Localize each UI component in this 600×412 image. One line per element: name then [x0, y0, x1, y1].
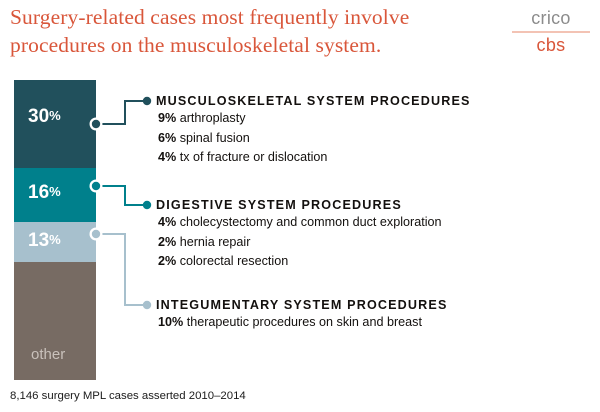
logo-crico-text: crico — [531, 8, 571, 28]
callout-group-integumentary: INTEGUMENTARY SYSTEM PROCEDURES 10% ther… — [156, 297, 448, 333]
bar-segment-digestive: 16% — [14, 168, 96, 222]
callout-heading-integumentary: INTEGUMENTARY SYSTEM PROCEDURES — [156, 298, 448, 312]
header: Surgery-related cases most frequently in… — [0, 0, 600, 72]
page-title: Surgery-related cases most frequently in… — [10, 3, 510, 59]
logo-divider — [512, 31, 590, 33]
leader-line-digestive — [96, 185, 147, 206]
title-line-2: procedures on the musculoskeletal system… — [10, 33, 382, 57]
callout-item: 4% cholecystectomy and common duct explo… — [158, 215, 442, 229]
bar-segment-integumentary: 13% — [14, 222, 96, 262]
callout-item: 10% therapeutic procedures on skin and b… — [158, 315, 422, 329]
callout-item: 2% hernia repair — [158, 234, 251, 249]
callout-group-digestive: DIGESTIVE SYSTEM PROCEDURES 4% cholecyst… — [156, 197, 442, 272]
callout-heading-digestive: DIGESTIVE SYSTEM PROCEDURES — [156, 198, 402, 212]
footnote: 8,146 surgery MPL cases asserted 2010–20… — [10, 390, 246, 402]
bar-segment-musculoskeletal: 30% — [14, 80, 96, 168]
crico-cbs-logo: crico cbs — [512, 8, 590, 56]
callout-item: 9% arthroplasty — [158, 111, 246, 125]
leader-endpoint-dot-integumentary — [142, 300, 152, 310]
callout-group-musculoskeletal: MUSCULOSKELETAL SYSTEM PROCEDURES 9% art… — [156, 93, 471, 168]
logo-cbs-text: cbs — [536, 35, 566, 55]
leader-endpoint-dot-musculoskeletal — [142, 96, 152, 106]
callout-heading-musculoskeletal: MUSCULOSKELETAL SYSTEM PROCEDURES — [156, 94, 471, 108]
bar-segment-other: other — [14, 262, 96, 380]
title-line-1: Surgery-related cases most frequently in… — [10, 5, 410, 29]
bar-segment-label-musculoskeletal: 30% — [28, 106, 61, 127]
bar-segment-label-integumentary: 13% — [28, 230, 61, 251]
callout-item: 2% colorectal resection — [158, 254, 289, 268]
leader-endpoint-dot-digestive — [142, 200, 152, 210]
leader-line-integumentary — [96, 233, 147, 306]
stacked-bar-chart: 30% 16% 13% other — [14, 80, 96, 380]
callout-item: 6% spinal fusion — [158, 130, 250, 145]
callout-item: 4% tx of fracture or dislocation — [158, 150, 328, 164]
bar-segment-label-digestive: 16% — [28, 182, 61, 203]
leader-line-musculoskeletal — [96, 100, 147, 125]
bar-segment-label-other: other — [31, 346, 66, 363]
